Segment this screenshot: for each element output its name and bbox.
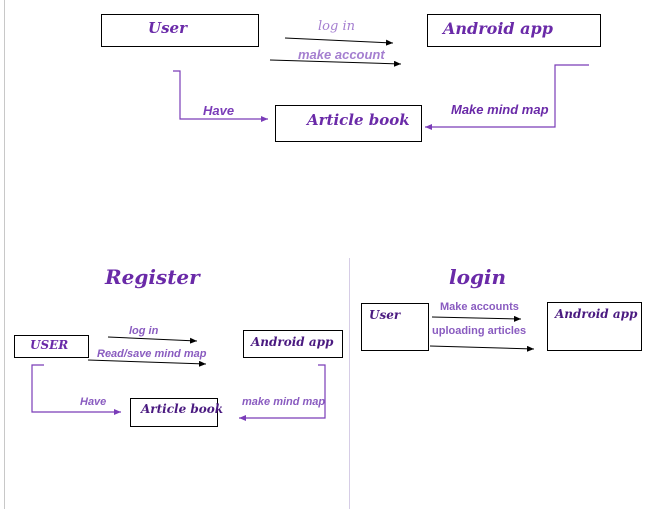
user-box: User bbox=[101, 14, 259, 47]
reg-read-save-label: Read/save mind map bbox=[97, 348, 207, 360]
reg-article-book-label: Article book bbox=[141, 402, 224, 416]
make-mind-map-label: Make mind map bbox=[451, 102, 549, 117]
reg-android-app-label: Android app bbox=[251, 335, 334, 349]
login-label: log in bbox=[318, 19, 355, 34]
login-arrow-upload bbox=[429, 345, 535, 352]
page-edge bbox=[4, 0, 5, 509]
reg-arrow-login bbox=[107, 336, 198, 344]
android-app-label: Android app bbox=[443, 19, 553, 38]
article-book-label: Article book bbox=[307, 111, 410, 129]
reg-arrow-have bbox=[31, 364, 121, 415]
have-label: Have bbox=[203, 103, 235, 118]
reg-android-app-box: Android app bbox=[243, 330, 343, 358]
reg-make-mind-map-label: make mind map bbox=[242, 396, 326, 408]
user-label: User bbox=[148, 19, 187, 37]
login-user-box: User bbox=[361, 303, 429, 351]
login-make-accounts-label: Make accounts bbox=[440, 301, 519, 313]
login-android-app-label: Android app bbox=[555, 307, 638, 321]
arrow-make-account bbox=[269, 59, 402, 67]
login-user-label: User bbox=[369, 308, 401, 322]
arrow-login bbox=[284, 37, 394, 46]
article-book-box: Article book bbox=[275, 105, 422, 142]
reg-login-label: log in bbox=[129, 325, 159, 337]
arrow-make-mind-map bbox=[425, 64, 589, 130]
reg-article-book-box: Article book bbox=[130, 398, 223, 427]
register-title: Register bbox=[105, 265, 200, 289]
reg-arrow-make-mind-map bbox=[239, 364, 326, 421]
login-title: login bbox=[449, 265, 507, 289]
android-app-box: Android app bbox=[427, 14, 601, 47]
arrow-have bbox=[173, 70, 268, 122]
login-android-app-box: Android app bbox=[547, 302, 642, 351]
reg-user-label: USER bbox=[30, 338, 69, 352]
make-account-label: make account bbox=[298, 47, 385, 62]
login-arrow-accounts bbox=[431, 315, 522, 322]
login-uploading-label: uploading articles bbox=[432, 325, 527, 337]
reg-arrow-read-save bbox=[87, 359, 207, 367]
reg-have-label: Have bbox=[80, 396, 107, 408]
reg-user-box: USER bbox=[14, 335, 89, 358]
section-divider bbox=[349, 258, 350, 509]
